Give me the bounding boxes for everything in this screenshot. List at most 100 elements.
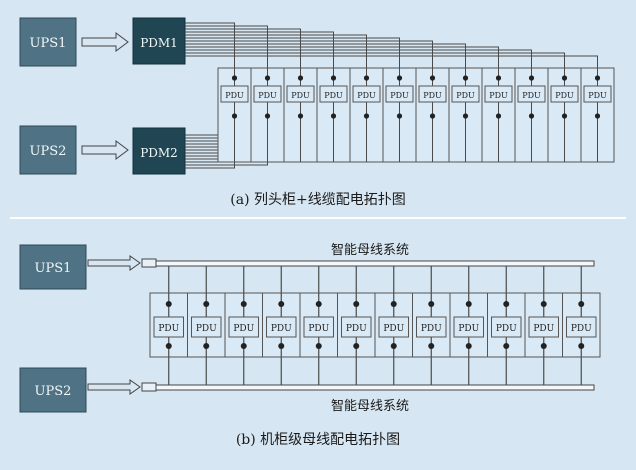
pdm1-label: PDM1 (140, 36, 178, 50)
ups1-label-a: UPS1 (30, 36, 67, 51)
cable-pdm1 (185, 40, 433, 78)
pdu-connector-bottom (396, 113, 403, 119)
pdu-connector-top (330, 75, 337, 81)
pdu-connector-top (578, 301, 585, 307)
pdu-label-b: PDU (421, 324, 442, 334)
arrow-ups1-pdm1 (81, 32, 129, 52)
pdu-connector-bottom (594, 113, 601, 119)
diagram-b: UPS1 UPS2 智能母线系统 智能母线系统 PDU PDU PDU PDU PDU P… (19, 243, 601, 448)
pdm2-box (132, 127, 186, 175)
pdu-connector-top (462, 75, 469, 81)
pdu-label-b: PDU (496, 324, 517, 334)
ups2-label-a: UPS2 (30, 144, 67, 159)
pdu-box-b (491, 316, 522, 338)
pdu-box-a (253, 85, 282, 103)
pdu-label-a: PDU (423, 91, 442, 100)
pdu-label-b: PDU (308, 324, 329, 334)
ups1-box-b (19, 244, 87, 290)
pdu-box-a (517, 85, 546, 103)
pdu-connector-bottom (429, 113, 436, 119)
pdu-label-b: PDU (533, 324, 554, 334)
busway-plug-top (141, 258, 157, 268)
pdu-box-a (319, 85, 348, 103)
pdu-connector-top (594, 75, 601, 81)
pdu-label-a: PDU (555, 91, 574, 100)
pdu-connector-top (540, 301, 547, 307)
pdu-connector-top (203, 301, 210, 307)
caption-a: (a) 列头柜+线缆配电拓扑图 (230, 192, 405, 208)
pdu-connector-top (165, 301, 172, 307)
pdu-box-b (266, 316, 297, 338)
pdu-label-a: PDU (489, 91, 508, 100)
cable-pdm1 (185, 34, 367, 78)
pdu-box-a (451, 85, 480, 103)
pdu-connector-top (363, 75, 370, 81)
cable-pdm1 (185, 22, 235, 78)
pdu-box-a (220, 85, 249, 103)
pdu-box-b (303, 316, 334, 338)
pdu-box-a (352, 85, 381, 103)
pdu-connector-bottom (240, 343, 247, 349)
pdu-box-a (550, 85, 579, 103)
pdu-connector-top (429, 75, 436, 81)
cable-pdm1 (185, 28, 301, 78)
busway-bottom (155, 384, 595, 391)
pdu-connector-top (396, 75, 403, 81)
pdu-label-b: PDU (346, 324, 367, 334)
pdu-label-a: PDU (258, 91, 277, 100)
pdu-connector-bottom (561, 113, 568, 119)
pdu-box-a (484, 85, 513, 103)
pdu-connector-bottom (165, 343, 172, 349)
busway-top (155, 260, 595, 267)
arrow-ups2-busway (87, 379, 141, 395)
pdu-connector-bottom (297, 113, 304, 119)
pdu-label-a: PDU (588, 91, 607, 100)
pdu-connector-top (561, 75, 568, 81)
pdu-label-b: PDU (271, 324, 292, 334)
pdu-label-a: PDU (324, 91, 343, 100)
pdu-box-b (153, 316, 184, 338)
ups2-box-b (19, 367, 87, 413)
pdu-connector-bottom (540, 343, 547, 349)
pdu-connector-bottom (465, 343, 472, 349)
pdu-connector-top (528, 75, 535, 81)
busway-top-label: 智能母线系统 (331, 243, 409, 258)
caption-b: (b) 机柜级母线配电拓扑图 (236, 432, 400, 448)
pdu-box-b (378, 316, 409, 338)
pdu-box-b (528, 316, 559, 338)
pdu-connector-top (353, 301, 360, 307)
busway-bottom-label: 智能母线系统 (331, 399, 409, 414)
pdu-label-b: PDU (196, 324, 217, 334)
pdu-connector-bottom (428, 343, 435, 349)
pdu-connector-bottom (363, 113, 370, 119)
ups1-label-b: UPS1 (35, 261, 72, 276)
pdu-connector-top (315, 301, 322, 307)
pdu-label-b: PDU (233, 324, 254, 334)
pdu-label-b: PDU (158, 324, 179, 334)
pdu-box-b (191, 316, 222, 338)
pdu-connector-top (390, 301, 397, 307)
pdu-label-a: PDU (390, 91, 409, 100)
pdu-label-b: PDU (383, 324, 404, 334)
pdu-connector-bottom (462, 113, 469, 119)
pdu-connector-bottom (578, 343, 585, 349)
pdu-connector-bottom (528, 113, 535, 119)
pdu-connector-bottom (231, 113, 238, 119)
pdu-connector-bottom (278, 343, 285, 349)
ups2-label-b: UPS2 (35, 384, 72, 399)
pdu-connector-top (503, 301, 510, 307)
arrow-ups2-pdm2 (81, 140, 129, 160)
pdu-connector-top (465, 301, 472, 307)
pdu-connector-bottom (315, 343, 322, 349)
pdu-box-b (453, 316, 484, 338)
arrow-ups1-busway (87, 255, 141, 271)
pdu-connector-top (297, 75, 304, 81)
pdu-connector-top (240, 301, 247, 307)
cable-pdm1 (185, 43, 466, 78)
pdu-connector-bottom (390, 343, 397, 349)
ups1-box-a (19, 17, 77, 67)
